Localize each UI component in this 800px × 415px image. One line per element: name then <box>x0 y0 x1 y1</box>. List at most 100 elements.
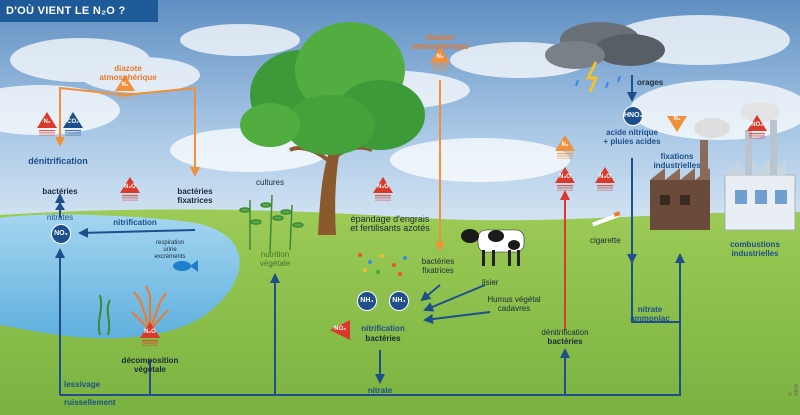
title-banner: D'OÙ VIENT LE N₂O ? <box>0 0 158 22</box>
label-lessivage: lessivage <box>64 380 101 389</box>
badge-co2-denit-shape <box>63 112 83 136</box>
flow-diazote-left-to-fixatrices <box>124 86 200 177</box>
label-nitrification-center: nitrification <box>361 324 405 333</box>
badge-no3-lake: NO₃ <box>51 224 71 244</box>
badge-nh4-a: NH₄ <box>357 291 377 311</box>
badge-no3-combustion-text: NO₃ <box>751 122 763 128</box>
badge-hno3-text: HNO₃ <box>624 112 643 119</box>
tree <box>240 22 425 235</box>
badge-n2o-decomposition-text: N₂O <box>144 329 156 335</box>
page-title: D'OÙ VIENT LE N₂O ? <box>6 5 126 17</box>
label-denitrification-right: dénitrification <box>541 328 589 337</box>
label-nitrates: nitrates <box>46 213 74 222</box>
badge-n2o-lake-text: N₂O <box>124 184 136 190</box>
badge-n2-center-shape <box>430 47 450 71</box>
badge-no3-nitrification-text: NO₃ <box>334 326 346 332</box>
label-nitrate-bottom: nitrate <box>367 386 393 395</box>
label-bacteries-center: bactéries <box>365 334 401 343</box>
badge-n2-fixation-text: N₂ <box>673 116 681 122</box>
badge-n2o-cigarette: N₂O <box>594 166 616 192</box>
credit: © INRA <box>788 384 800 396</box>
flow-lisier <box>423 284 486 312</box>
badge-n2-right: N₂ <box>554 134 576 160</box>
crops <box>239 194 304 253</box>
badge-n2-left-shape <box>115 75 135 99</box>
badge-n2-left-text: N₂ <box>121 82 129 88</box>
badge-no3-combustion-shape <box>747 115 767 139</box>
badge-n2o-decomposition-shape <box>140 322 160 346</box>
arrow-bacteries-up <box>55 202 65 210</box>
label-bacteries-right: bactéries <box>547 337 583 346</box>
badge-n2o-denit-right: N₂O <box>554 166 576 192</box>
badge-n2o-cigarette-text: N₂O <box>599 174 611 180</box>
coral <box>131 285 169 331</box>
fish <box>173 260 198 272</box>
badge-n2o-decomposition: N₂O <box>139 321 161 347</box>
badge-n2-center-text: N₂ <box>436 54 444 60</box>
badge-n2-denit-text: N₂ <box>43 119 51 125</box>
badge-no3-nitrification: NO₃ <box>329 319 351 345</box>
label-cultures: cultures <box>255 178 285 187</box>
badge-n2o-denit-right-text: N₂O <box>559 174 571 180</box>
badge-no3-lake-text: NO₃ <box>54 230 68 237</box>
badge-nh4-b-text: NH₄ <box>392 297 406 304</box>
badge-co2-denit: CO₂ <box>62 111 84 137</box>
flow-nitrification-left <box>78 227 196 238</box>
label-acide: acide nitrique+ pluies acides <box>603 128 661 146</box>
flow-humus <box>423 311 491 324</box>
badge-n2-denit-shape <box>37 112 57 136</box>
badge-no3-nitrification-shape <box>330 320 350 340</box>
badge-n2-fixation-shape <box>667 116 687 132</box>
flow-bottom-line <box>60 253 685 396</box>
badge-no3-combustion: NO₃ <box>746 114 768 140</box>
badge-n2-right-text: N₂ <box>561 142 569 148</box>
label-lisier: lisier <box>482 278 499 287</box>
cow <box>461 229 525 266</box>
badge-n2-fixation: N₂ <box>666 114 688 140</box>
factory-fixation <box>650 118 730 230</box>
badge-n2o-cigarette-shape <box>595 167 615 191</box>
seaweed <box>97 294 111 336</box>
label-orages: orages <box>637 78 664 87</box>
flow-fixatrices-to-nh <box>420 284 441 302</box>
badge-n2o-lake: N₂O <box>119 176 141 202</box>
badge-n2-center: N₂ <box>429 46 451 72</box>
label-denitrification-left: dénitrification <box>28 156 88 166</box>
badge-hno3: HNO₃ <box>623 106 643 126</box>
badge-n2-right-shape <box>555 135 575 159</box>
flow-nitrate-ammoniac <box>631 262 680 323</box>
flow-diazote-left <box>55 86 126 147</box>
badge-nh4-b: NH₄ <box>389 291 409 311</box>
badge-nh4-a-text: NH₄ <box>360 297 374 304</box>
badge-n2-denit: N₂ <box>36 111 58 137</box>
storm-cloud <box>545 22 665 93</box>
badge-n2-left: N₂ <box>114 74 136 100</box>
badge-n2o-denit-right-shape <box>555 167 575 191</box>
factory-combustion <box>724 102 796 231</box>
label-cigarette: cigarette <box>590 236 621 245</box>
fertilizer-granules <box>358 253 407 276</box>
label-ruissellement: ruissellement <box>64 398 116 407</box>
badge-co2-denit-text: CO₂ <box>67 119 79 125</box>
badge-n2o-epandage-text: N₂O <box>377 184 389 190</box>
label-bacteries-left: bactéries <box>42 187 78 196</box>
badge-n2o-lake-shape <box>120 177 140 201</box>
badge-n2o-epandage-shape <box>373 177 393 201</box>
cigarette <box>592 211 621 227</box>
label-nitrification-left: nitrification <box>113 218 157 227</box>
badge-n2o-epandage: N₂O <box>372 176 394 202</box>
